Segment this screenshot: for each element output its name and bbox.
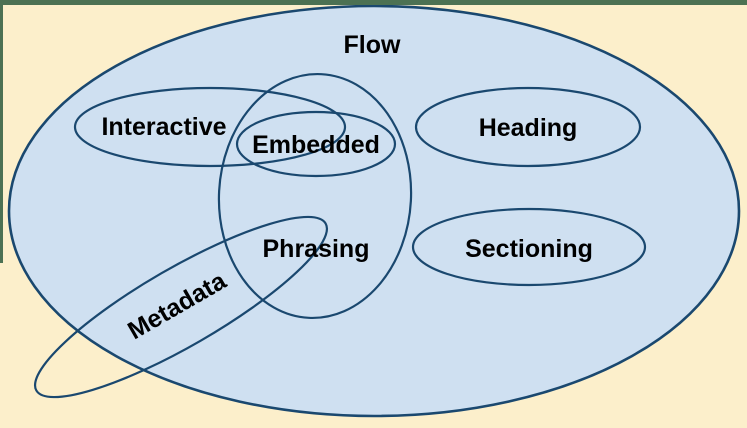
sectioning-ellipse	[411, 207, 647, 287]
flow-label: Flow	[344, 31, 401, 59]
flow-ellipse	[7, 4, 741, 418]
sectioning-label: Sectioning	[465, 235, 593, 263]
phrasing-ellipse	[217, 72, 413, 320]
metadata-ellipse	[33, 215, 329, 399]
phrasing-label: Phrasing	[263, 235, 370, 263]
heading-ellipse	[414, 86, 642, 168]
interactive-ellipse	[73, 86, 347, 168]
embedded-label: Embedded	[252, 131, 380, 159]
embedded-ellipse	[235, 110, 397, 178]
frame-top-border	[0, 0, 747, 5]
frame-left-border	[0, 0, 3, 263]
interactive-label: Interactive	[101, 113, 226, 141]
heading-label: Heading	[479, 114, 578, 142]
